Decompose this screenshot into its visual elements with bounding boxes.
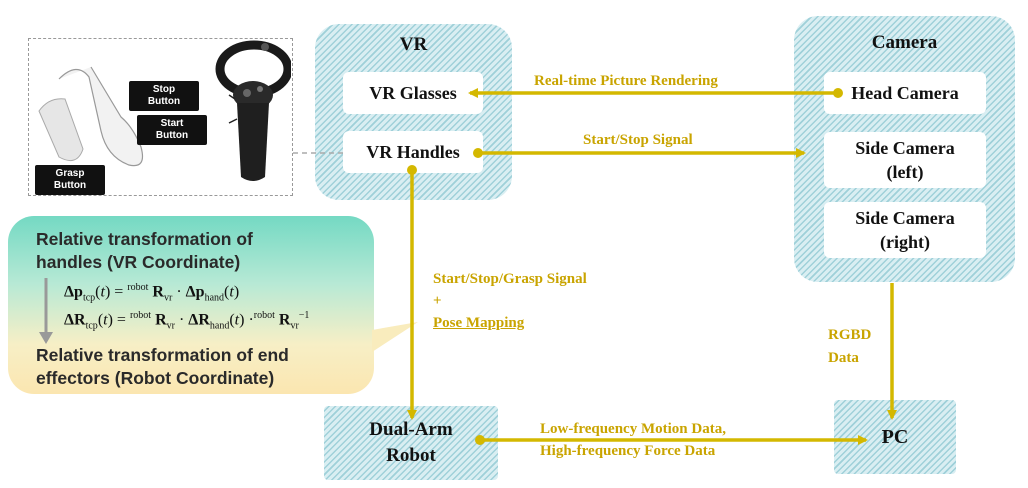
edge-label-motion-line2: High-frequency Force Data (540, 443, 716, 459)
equation-rotation: ΔRtcp(t) = robot Rvr · ΔRhand(t) ·robot … (64, 310, 310, 332)
vr-glasses-node: VR Glasses (343, 72, 483, 114)
vr-handles-label: VR Handles (366, 141, 460, 162)
dual-arm-robot-text: Dual-Arm Robot (324, 406, 498, 480)
equation-translation: Δptcp(t) = robot Rvr · Δphand(t) (64, 282, 240, 304)
callout-pointer (372, 322, 418, 352)
side-camera-left-node: Side Camera (left) (824, 132, 986, 188)
dual-arm-robot-label: Dual-Arm Robot (369, 419, 453, 466)
vr-group-title: VR (399, 34, 428, 55)
edge-label-grasp-plus: + (433, 293, 442, 309)
edge-dot-robot (475, 435, 485, 445)
vr-glasses-label: VR Glasses (369, 82, 457, 103)
callout-down-arrowhead (39, 332, 53, 344)
controller-illustration: Stop Button Start Button Grasp Button (28, 38, 293, 196)
side-camera-right-label: Side Camera (right) (855, 207, 955, 252)
callout-top-text: Relative transformation of handles (VR C… (36, 229, 253, 272)
pc-text: PC (834, 400, 956, 474)
edge-label-grasp-line2: Pose Mapping (433, 315, 525, 331)
head-camera-node: Head Camera (824, 72, 986, 114)
edge-label-rgbd: RGBD Data (828, 327, 872, 366)
edge-dot-vr-handles-down (407, 165, 417, 175)
grasp-button-tag: Grasp Button (35, 165, 105, 195)
side-camera-left-label: Side Camera (left) (855, 137, 955, 182)
edge-dot-head-camera (833, 88, 843, 98)
edge-label-motion-line1: Low-frequency Motion Data, (540, 421, 726, 437)
start-button-tag: Start Button (137, 115, 207, 145)
camera-group: Camera Head Camera Side Camera (left) Si… (794, 16, 1015, 282)
side-camera-right-node: Side Camera (right) (824, 202, 986, 258)
vr-controller-image (38, 40, 293, 181)
edge-label-start-stop: Start/Stop Signal (583, 132, 693, 148)
head-camera-label: Head Camera (851, 82, 959, 103)
edge-label-rendering: Real-time Picture Rendering (534, 73, 718, 89)
callout-bottom-text: Relative transformation of end effectors… (36, 345, 289, 388)
stop-button-tag: Stop Button (129, 81, 199, 111)
edge-label-grasp-line1: Start/Stop/Grasp Signal (433, 271, 587, 287)
transformation-callout: Relative transformation of handles (VR C… (8, 216, 374, 394)
camera-group-title: Camera (871, 32, 938, 53)
pc-label: PC (881, 425, 909, 448)
edge-dot-vr-handles (473, 148, 483, 158)
